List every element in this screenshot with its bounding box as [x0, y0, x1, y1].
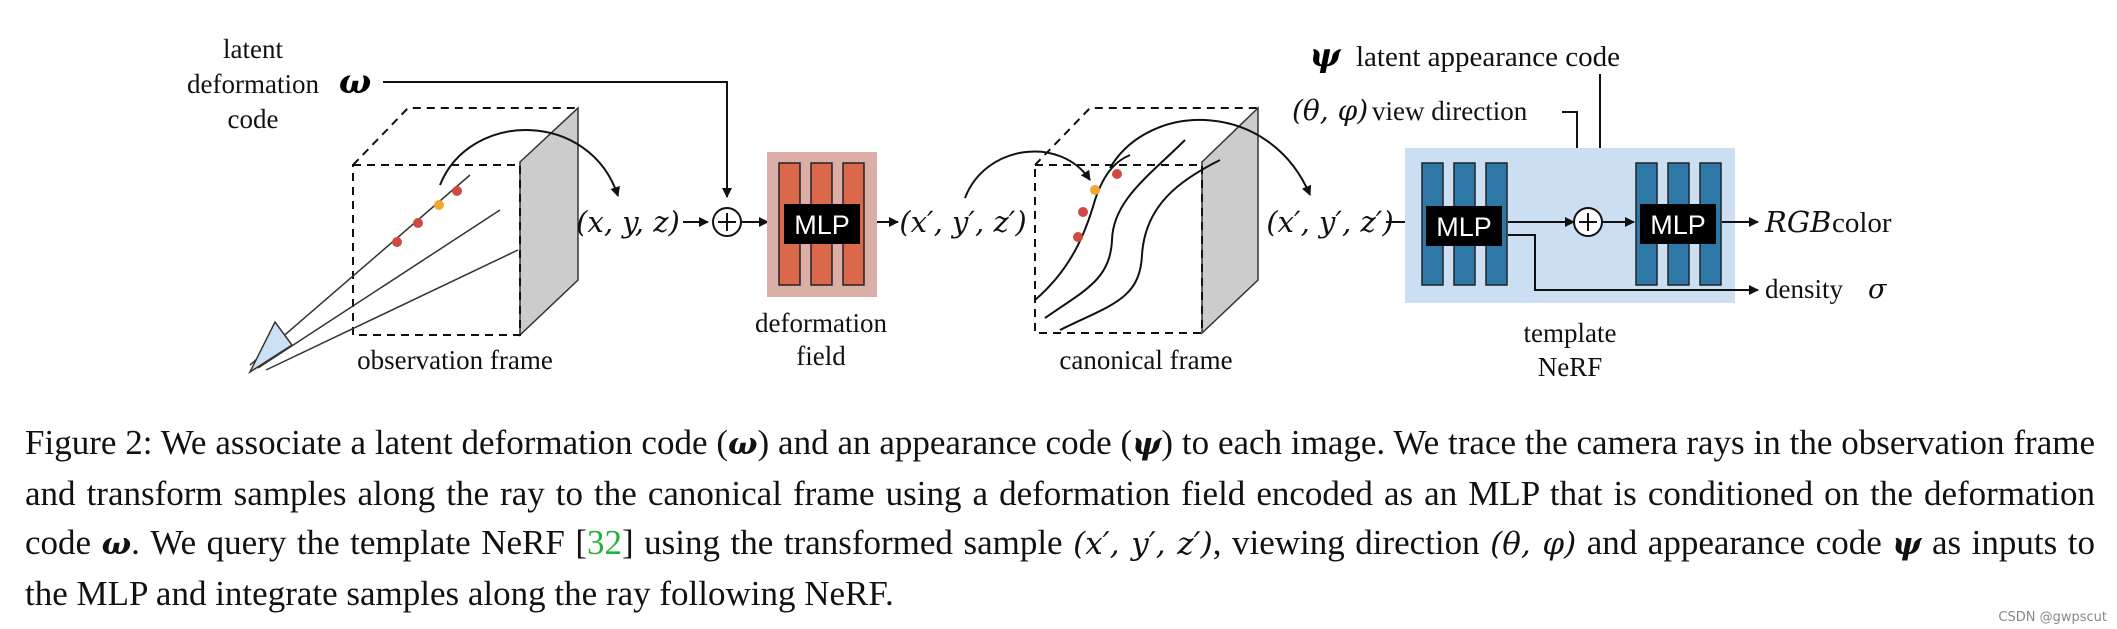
camera-icon [248, 320, 294, 375]
xyz-prime-label-2: (x′, y′, z′) [1266, 205, 1393, 239]
canonical-frame-cube [964, 106, 1312, 335]
sigma-symbol: σ [1868, 274, 1888, 305]
caption-omega: ω [728, 426, 758, 462]
deformation-mlp: MLP [767, 152, 877, 297]
omega-route-arrow [383, 81, 732, 198]
rgb-math: RGB [1764, 205, 1831, 239]
observation-frame-label: observation frame [357, 345, 553, 375]
template-nerf-label-2: NeRF [1538, 352, 1603, 382]
canonical-frame-label: canonical frame [1059, 345, 1232, 375]
template-nerf: MLP MLP [1405, 148, 1735, 303]
figure-caption: Figure 2: We associate a latent deformat… [25, 423, 2096, 613]
svg-text:MLP: MLP [1436, 212, 1492, 242]
latent-appearance-label: latent appearance code [1356, 41, 1620, 73]
svg-text:MLP: MLP [1650, 210, 1706, 240]
svg-text:deformation: deformation [187, 69, 319, 99]
concat-plus-1 [712, 207, 742, 237]
view-direction-label: view direction [1372, 96, 1528, 126]
deformation-field-label-1: deformation [755, 308, 887, 338]
svg-text:MLP: MLP [794, 210, 850, 240]
figure-diagram: latent deformation code ω observation fr… [187, 34, 1892, 382]
xyz-prime-label-1: (x′, y′, z′) [899, 205, 1026, 239]
citation-link[interactable]: 32 [587, 523, 622, 562]
concat-plus-2 [1573, 207, 1603, 237]
caption-psi: ψ [1132, 426, 1162, 462]
deformation-field-label-2: field [796, 341, 846, 371]
omega-symbol: ω [339, 62, 371, 102]
template-nerf-label-1: template [1524, 318, 1617, 348]
svg-text:latent: latent [223, 34, 283, 64]
watermark: CSDN @gwpscut [1998, 610, 2107, 625]
density-label: density [1765, 274, 1843, 304]
psi-symbol: ψ [1309, 35, 1341, 74]
svg-text:code: code [228, 104, 279, 134]
view-direction-math: (θ, φ) [1292, 94, 1368, 127]
latent-deformation-code-label: latent deformation code ω [187, 34, 371, 134]
rgb-color-label: color [1832, 207, 1892, 239]
xyz-label: (x, y, z) [576, 205, 680, 239]
observation-frame-cube [248, 106, 620, 375]
